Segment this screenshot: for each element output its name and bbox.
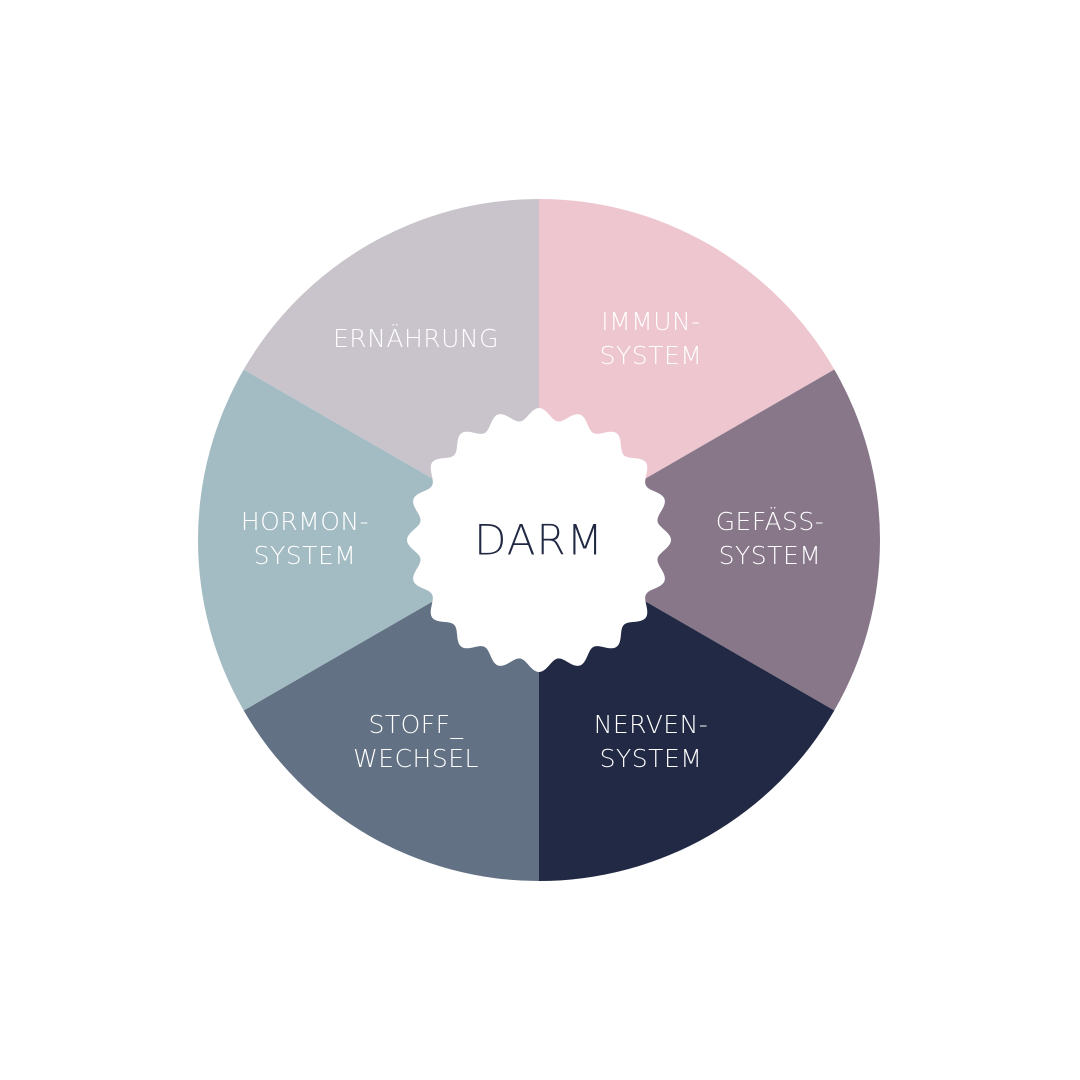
label-immunsystem: IMMUN- SYSTEM [531, 305, 771, 373]
center-label: DARM [474, 515, 604, 565]
label-line: GEFÄSS- [715, 507, 825, 536]
label-line: SYSTEM [599, 744, 703, 773]
label-nervensystem: NERVEN- SYSTEM [531, 708, 771, 776]
label-line: STOFF_ [368, 710, 464, 739]
label-line: SYSTEM [718, 541, 822, 570]
label-stoffwechsel: STOFF_ WECHSEL [296, 708, 536, 776]
label-line: SYSTEM [599, 341, 703, 370]
label-ernaehrung: ERNÄHRUNG [296, 322, 536, 356]
label-line: SYSTEM [253, 541, 357, 570]
label-line: IMMUN- [601, 307, 701, 336]
sector-gefaesssystem [539, 369, 880, 711]
label-line: NERVEN- [593, 710, 709, 739]
sector-hormonsystem [198, 369, 539, 711]
label-line: ERNÄHRUNG [332, 324, 499, 353]
label-line: HORMON- [240, 507, 370, 536]
center-badge [407, 408, 671, 672]
label-gefaesssystem: GEFÄSS- SYSTEM [650, 505, 890, 573]
label-line: WECHSEL [353, 744, 479, 773]
label-hormonsystem: HORMON- SYSTEM [185, 505, 425, 573]
